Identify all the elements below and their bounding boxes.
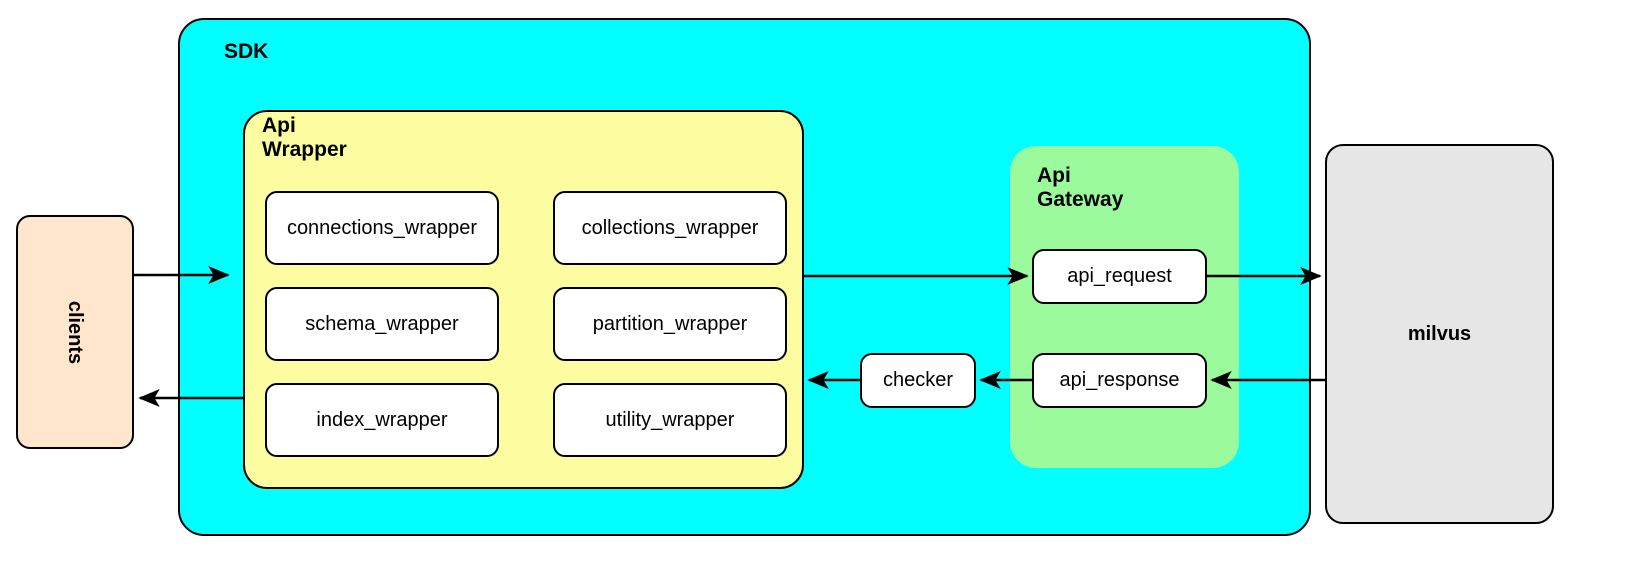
node-utility-wrapper[interactable]: utility_wrapper — [553, 383, 787, 457]
node-api-request[interactable]: api_request — [1032, 249, 1207, 304]
node-api-response[interactable]: api_response — [1032, 353, 1207, 408]
region-api-gateway — [1010, 146, 1239, 468]
node-index-wrapper[interactable]: index_wrapper — [265, 383, 499, 457]
region-api-wrapper-label: Api Wrapper — [262, 114, 347, 161]
node-clients-label: clients — [64, 300, 87, 364]
region-api-gateway-label: Api Gateway — [1037, 164, 1124, 211]
region-sdk-label: SDK — [224, 40, 269, 63]
node-schema-wrapper[interactable]: schema_wrapper — [265, 287, 499, 361]
node-partition-wrapper[interactable]: partition_wrapper — [553, 287, 787, 361]
node-checker[interactable]: checker — [860, 353, 976, 408]
node-milvus[interactable]: milvus — [1325, 144, 1554, 524]
node-collections-wrapper[interactable]: collections_wrapper — [553, 191, 787, 265]
node-clients[interactable]: clients — [16, 215, 134, 449]
node-connections-wrapper[interactable]: connections_wrapper — [265, 191, 499, 265]
